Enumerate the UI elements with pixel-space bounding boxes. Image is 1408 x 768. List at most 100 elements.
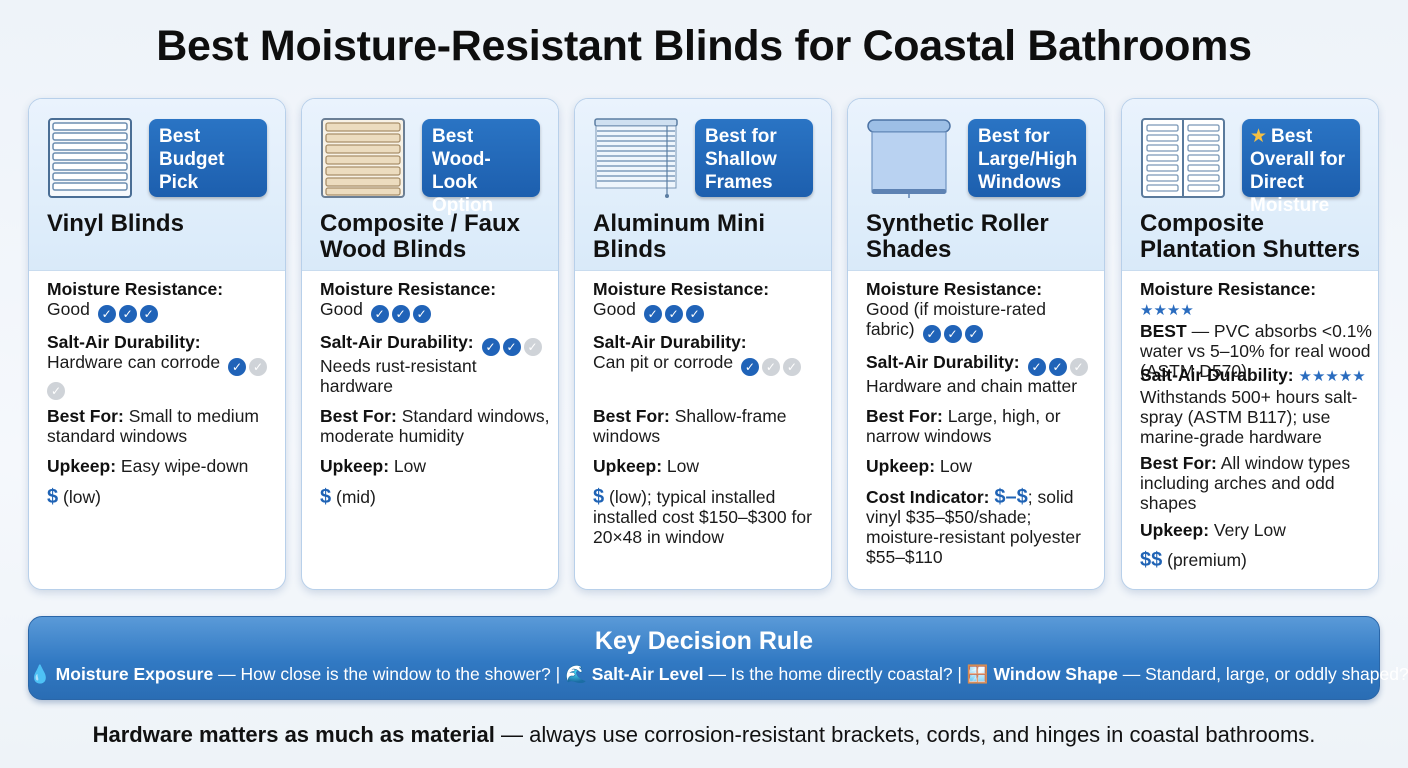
best-for-value: Small to medium standard windows xyxy=(47,406,260,446)
moisture-value: Good xyxy=(593,299,636,319)
check-empty-icon: ✓ xyxy=(47,382,65,400)
moisture-value: Good (if moisture-rated fabric) xyxy=(866,299,1046,339)
salt-row: Salt-Air Durability: Hardware can corrod… xyxy=(47,332,279,400)
price-row: Cost Indicator: $–$; solid vinyl $35–$50… xyxy=(866,487,1098,567)
card-header: Best for Shallow Frames Aluminum Mini Bl… xyxy=(575,99,831,271)
check-icon: ✓ xyxy=(228,358,247,376)
upkeep-row: Upkeep: Low xyxy=(866,456,1098,476)
price-note: (low) xyxy=(63,487,101,507)
salt-row: Salt-Air Durability: Can pit or corrode … xyxy=(593,332,825,376)
card-aluminum-mini-blinds: Best for Shallow Frames Aluminum Mini Bl… xyxy=(574,98,832,590)
moisture-label: Moisture Resistance: xyxy=(866,279,1043,299)
upkeep-value: Very Low xyxy=(1213,520,1286,540)
page-title: Best Moisture-Resistant Blinds for Coast… xyxy=(156,22,1252,70)
salt-value: Hardware can corrode xyxy=(47,352,221,372)
best-for-row: Best For: Small to medium standard windo… xyxy=(47,406,279,446)
window-icon: 🪟 xyxy=(966,664,989,684)
check-icon: ✓ xyxy=(391,305,410,323)
price-symbol: $ xyxy=(593,486,605,508)
best-for-row: Best For: Large, high, or narrow windows xyxy=(866,406,1098,446)
check-icon: ✓ xyxy=(664,305,683,323)
best-for-row: Best For: All window types including arc… xyxy=(1140,453,1372,513)
moisture-row: Moisture Resistance: Good ✓✓✓ xyxy=(593,279,825,323)
salt-label: Salt-Air Durability: xyxy=(1140,365,1294,385)
check-icon: ✓ xyxy=(118,305,137,323)
check-icon: ✓ xyxy=(97,305,116,323)
price-symbol: $$ xyxy=(1140,549,1163,571)
moisture-value: — PVC absorbs <0.1% water vs 5–10% for r… xyxy=(1140,321,1372,381)
upkeep-label: Upkeep: xyxy=(866,456,936,476)
footer-text: — always use corrosion-resistant bracket… xyxy=(494,722,1316,747)
price-note: (premium) xyxy=(1167,550,1247,570)
check-icon: ✓ xyxy=(643,305,662,323)
price-note: ; solid vinyl $35–$50/shade; moisture-re… xyxy=(866,487,1081,567)
check-empty-icon: ✓ xyxy=(761,358,780,376)
check-icon: ✓ xyxy=(740,358,759,376)
price-row: $$ (premium) xyxy=(1140,550,1372,570)
upkeep-row: Upkeep: Low xyxy=(320,456,552,476)
card-title: Composite Plantation Shutters xyxy=(1140,210,1361,263)
moisture-row: Moisture Resistance: Good (if moisture-r… xyxy=(866,279,1098,343)
best-for-label: Best For: xyxy=(866,406,943,426)
card-plantation-shutters: ★Best Overall for Direct Moisture Compos… xyxy=(1121,98,1379,590)
card-title: Aluminum Mini Blinds xyxy=(593,210,765,263)
check-empty-icon: ✓ xyxy=(523,338,542,356)
rating-stars-icon: ★★★★ xyxy=(1140,302,1194,319)
upkeep-value: Low xyxy=(666,456,700,476)
card-title: Synthetic Roller Shades xyxy=(866,210,1049,263)
product-cards: Best Budget Pick Vinyl Blinds Moisture R… xyxy=(28,98,1380,590)
price-row: $ (low) xyxy=(47,487,279,507)
check-icon: ✓ xyxy=(370,305,389,323)
upkeep-row: Upkeep: Easy wipe-down xyxy=(47,456,279,476)
moisture-label: Moisture Resistance: xyxy=(1140,279,1317,299)
salt-label: Salt-Air Durability: xyxy=(47,332,201,352)
check-icon: ✓ xyxy=(139,305,158,323)
upkeep-label: Upkeep: xyxy=(47,456,117,476)
badge-best-budget: Best Budget Pick xyxy=(149,119,267,197)
check-icon: ✓ xyxy=(502,338,521,356)
moisture-value: Good xyxy=(47,299,90,319)
salt-label: Salt-Air Durability: xyxy=(593,332,747,352)
salt-label: Salt-Air Durability: xyxy=(866,352,1020,372)
price-row: $ (low); typical installed installed cos… xyxy=(593,487,825,547)
upkeep-value: Low xyxy=(939,456,973,476)
rating-stars-icon: ★★★★★ xyxy=(1298,368,1366,385)
best-for-row: Best For: Standard windows, moderate hum… xyxy=(320,406,552,446)
best-for-value: Large, high, or narrow windows xyxy=(866,406,1061,446)
moisture-row: Moisture Resistance: ★★★★ BEST — PVC abs… xyxy=(1140,279,1372,381)
salt-value: Hardware and chain matter xyxy=(866,376,1078,396)
salt-row: Salt-Air Durability: ✓✓✓ Needs rust-resi… xyxy=(320,332,552,396)
salt-row: Salt-Air Durability: ✓✓✓ Hardware and ch… xyxy=(866,352,1098,396)
rule-item-text: — How close is the window to the shower?… xyxy=(218,664,561,684)
check-icon: ✓ xyxy=(1027,358,1046,376)
price-note: (mid) xyxy=(336,487,376,507)
footer-bold: Hardware matters as much as material xyxy=(92,722,495,747)
vinyl-blinds-icon xyxy=(48,118,132,198)
rule-item-label: Moisture Exposure xyxy=(55,664,214,684)
star-icon: ★ xyxy=(1250,126,1268,147)
moisture-label: Moisture Resistance: xyxy=(320,279,497,299)
price-symbol: $ xyxy=(47,486,59,508)
plantation-shutters-icon xyxy=(1141,118,1225,198)
best-for-value: Standard windows, moderate humidity xyxy=(320,406,550,446)
rule-title: Key Decision Rule xyxy=(594,627,814,655)
upkeep-row: Upkeep: Low xyxy=(593,456,825,476)
wave-icon: 🌊 xyxy=(565,664,587,684)
best-for-label: Best For: xyxy=(47,406,124,426)
rule-criteria: 💧 Moisture Exposure — How close is the w… xyxy=(29,664,1408,685)
price-note: (low); typical installed installed cost … xyxy=(593,487,812,547)
moisture-row: Moisture Resistance: Good ✓✓✓ xyxy=(320,279,552,323)
check-icon: ✓ xyxy=(685,305,704,323)
check-empty-icon: ✓ xyxy=(782,358,801,376)
card-vinyl-blinds: Best Budget Pick Vinyl Blinds Moisture R… xyxy=(28,98,286,590)
roller-shade-icon xyxy=(867,119,951,198)
footer-note: Hardware matters as much as material — a… xyxy=(0,722,1408,748)
salt-value: Can pit or corrode xyxy=(593,352,734,372)
moisture-row: Moisture Resistance: Good ✓✓✓ xyxy=(47,279,279,323)
moisture-lead: BEST xyxy=(1140,321,1187,341)
rule-item-text: — Is the home directly coastal? | xyxy=(708,664,962,684)
card-title: Composite / Faux Wood Blinds xyxy=(320,210,521,263)
moisture-value: Good xyxy=(320,299,363,319)
check-empty-icon: ✓ xyxy=(249,358,268,376)
faux-wood-blinds-icon xyxy=(321,118,405,198)
